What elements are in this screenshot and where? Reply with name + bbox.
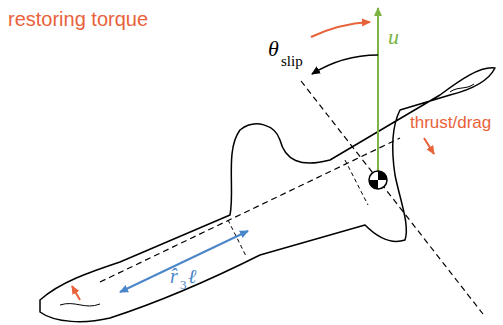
slip-angle-arc (312, 55, 378, 74)
angle-symbol: θ (268, 38, 279, 60)
length-symbol: ℓ (188, 266, 196, 286)
torque-label: restoring torque (8, 9, 148, 29)
restoring-torque-arc (311, 22, 370, 37)
u-vector (377, 8, 379, 172)
wing-tick (345, 160, 368, 205)
radius-symbol: r̂ (170, 266, 178, 286)
wing-tick (228, 220, 246, 256)
span-arrow (120, 231, 248, 292)
bird-outline (40, 68, 495, 322)
radius-subscript: 3 (180, 278, 187, 291)
angle-subscript: slip (281, 54, 303, 69)
vector-label: u (388, 26, 399, 48)
drag-arrow (72, 286, 80, 300)
wing-axis (100, 138, 400, 282)
thrust-arrow (424, 138, 434, 154)
force-label: thrust/drag (410, 114, 491, 131)
center-of-mass (369, 171, 387, 189)
